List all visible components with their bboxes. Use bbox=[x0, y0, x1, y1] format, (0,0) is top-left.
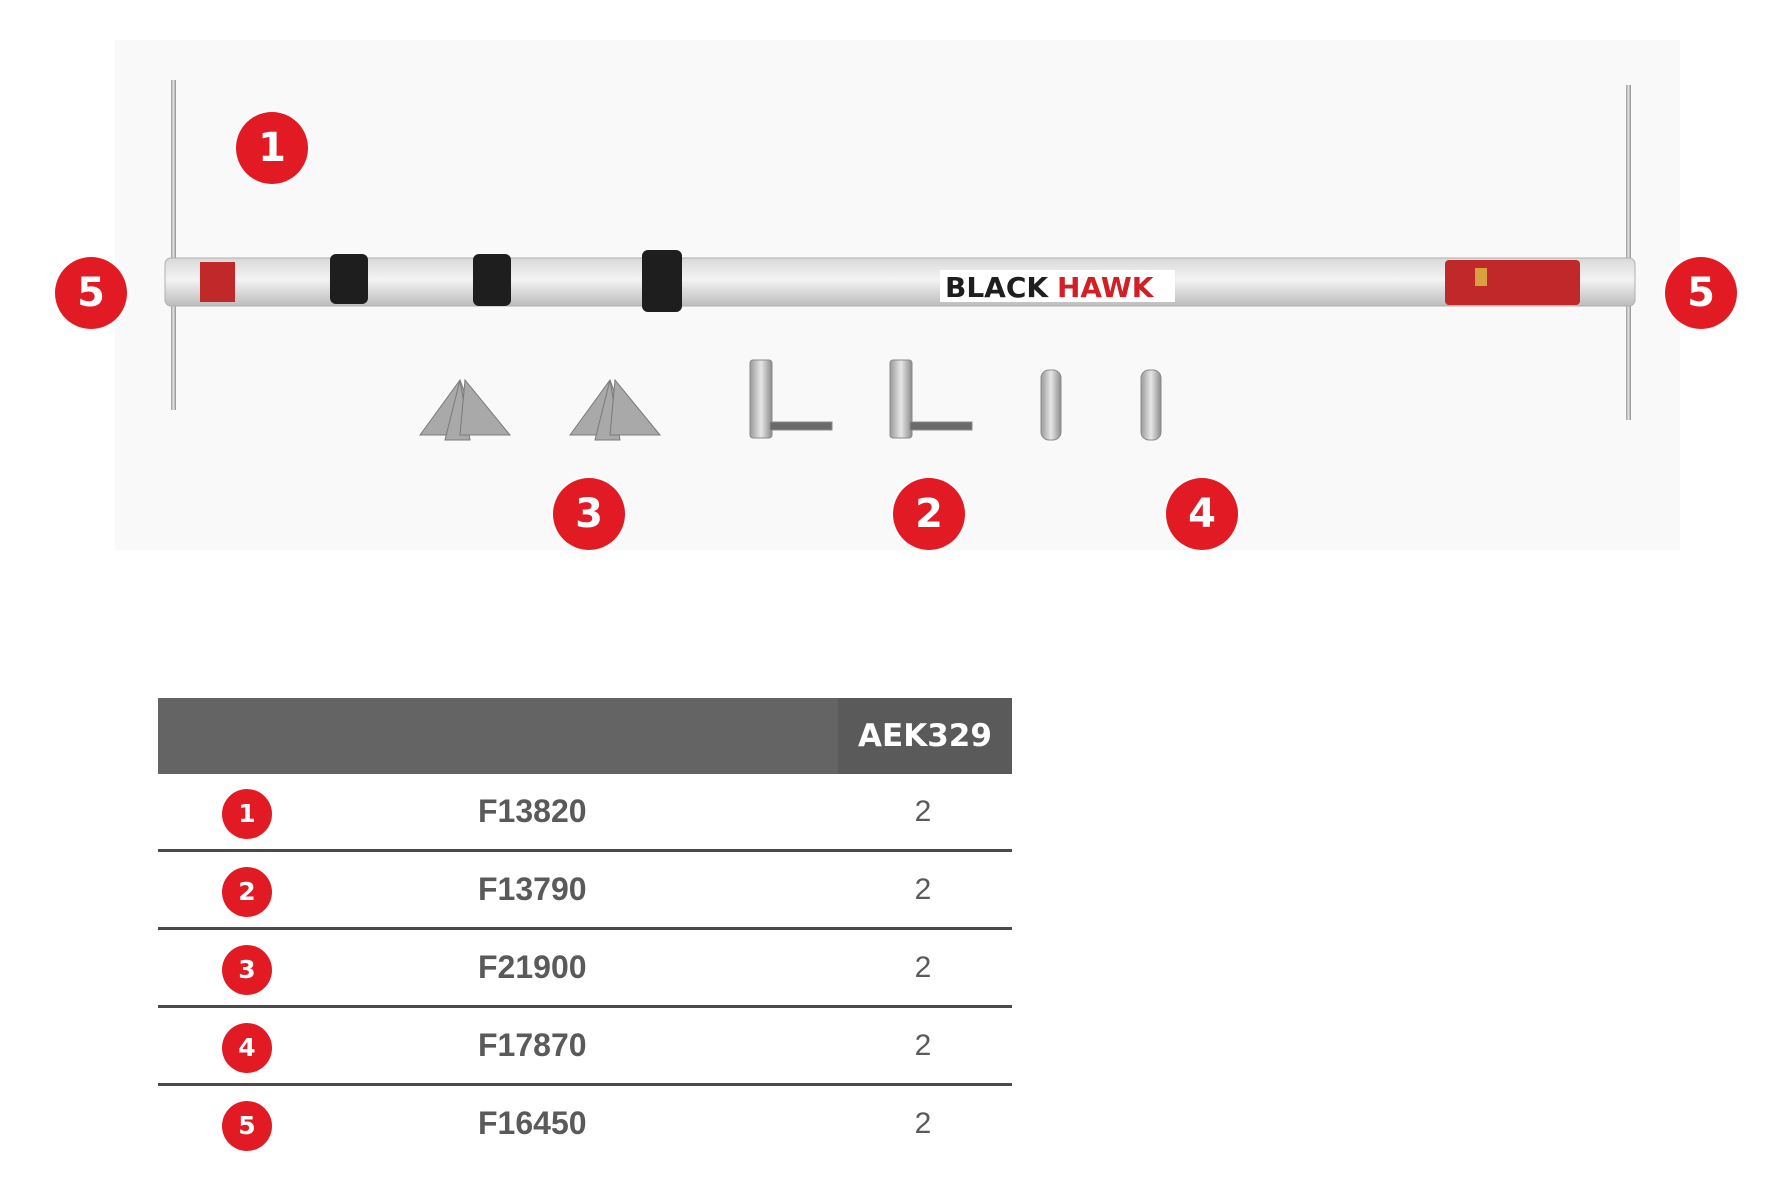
table-row: 5 F16450 2 bbox=[158, 1086, 1012, 1161]
callout-2: 2 bbox=[893, 478, 965, 550]
callout-4: 4 bbox=[1166, 478, 1238, 550]
quantity: 2 bbox=[914, 1107, 932, 1140]
row-number-badge: 1 bbox=[222, 789, 272, 839]
brand-black: BLACK bbox=[945, 271, 1049, 304]
pointer-holder bbox=[330, 254, 368, 304]
pin-adapter bbox=[1040, 369, 1062, 441]
table-row: 1 F13820 2 bbox=[158, 774, 1012, 852]
gauge-bar-illustration: BLACK HAWK bbox=[164, 80, 1636, 441]
pin-adapter bbox=[1140, 369, 1162, 441]
l-adapter bbox=[889, 359, 973, 439]
part-number: F21900 bbox=[478, 949, 587, 985]
left-red-end bbox=[200, 262, 235, 302]
row-number-badge: 3 bbox=[222, 945, 272, 995]
pointer-holder bbox=[473, 254, 511, 306]
quantity: 2 bbox=[914, 795, 932, 828]
table-header: AEK329 bbox=[158, 698, 1012, 774]
pointer-holder bbox=[642, 250, 682, 312]
quantity: 2 bbox=[914, 873, 932, 906]
row-number-badge: 5 bbox=[222, 1101, 272, 1151]
table-row: 2 F13790 2 bbox=[158, 852, 1012, 930]
right-pointer-rod bbox=[1626, 85, 1631, 420]
table-row: 3 F21900 2 bbox=[158, 930, 1012, 1008]
part-number: F16450 bbox=[478, 1105, 587, 1141]
row-number-badge: 4 bbox=[222, 1023, 272, 1073]
brand-hawk: HAWK bbox=[1057, 271, 1155, 304]
left-pointer-rod bbox=[171, 80, 176, 410]
part-number: F13820 bbox=[478, 793, 587, 829]
callout-5-left: 5 bbox=[55, 257, 127, 329]
right-red-end bbox=[1445, 260, 1580, 305]
table-row: 4 F17870 2 bbox=[158, 1008, 1012, 1086]
cone-adapter bbox=[569, 378, 662, 441]
quantity: 2 bbox=[914, 1029, 932, 1062]
part-number: F17870 bbox=[478, 1027, 587, 1063]
part-number: F13790 bbox=[478, 871, 587, 907]
callout-1: 1 bbox=[236, 112, 308, 184]
product-photo: BLACK HAWK 1 5 5 3 2 4 bbox=[55, 40, 1737, 550]
callout-5-right: 5 bbox=[1665, 257, 1737, 329]
model-column-header: AEK329 bbox=[838, 698, 1012, 774]
main-bar bbox=[164, 257, 1636, 307]
row-number-badge: 2 bbox=[222, 867, 272, 917]
cone-adapter bbox=[419, 378, 512, 441]
l-adapter bbox=[749, 359, 833, 439]
parts-table: AEK329 1 F13820 2 2 F13790 2 3 F21900 2 … bbox=[158, 698, 1012, 1161]
quantity: 2 bbox=[914, 951, 932, 984]
callout-3: 3 bbox=[553, 478, 625, 550]
